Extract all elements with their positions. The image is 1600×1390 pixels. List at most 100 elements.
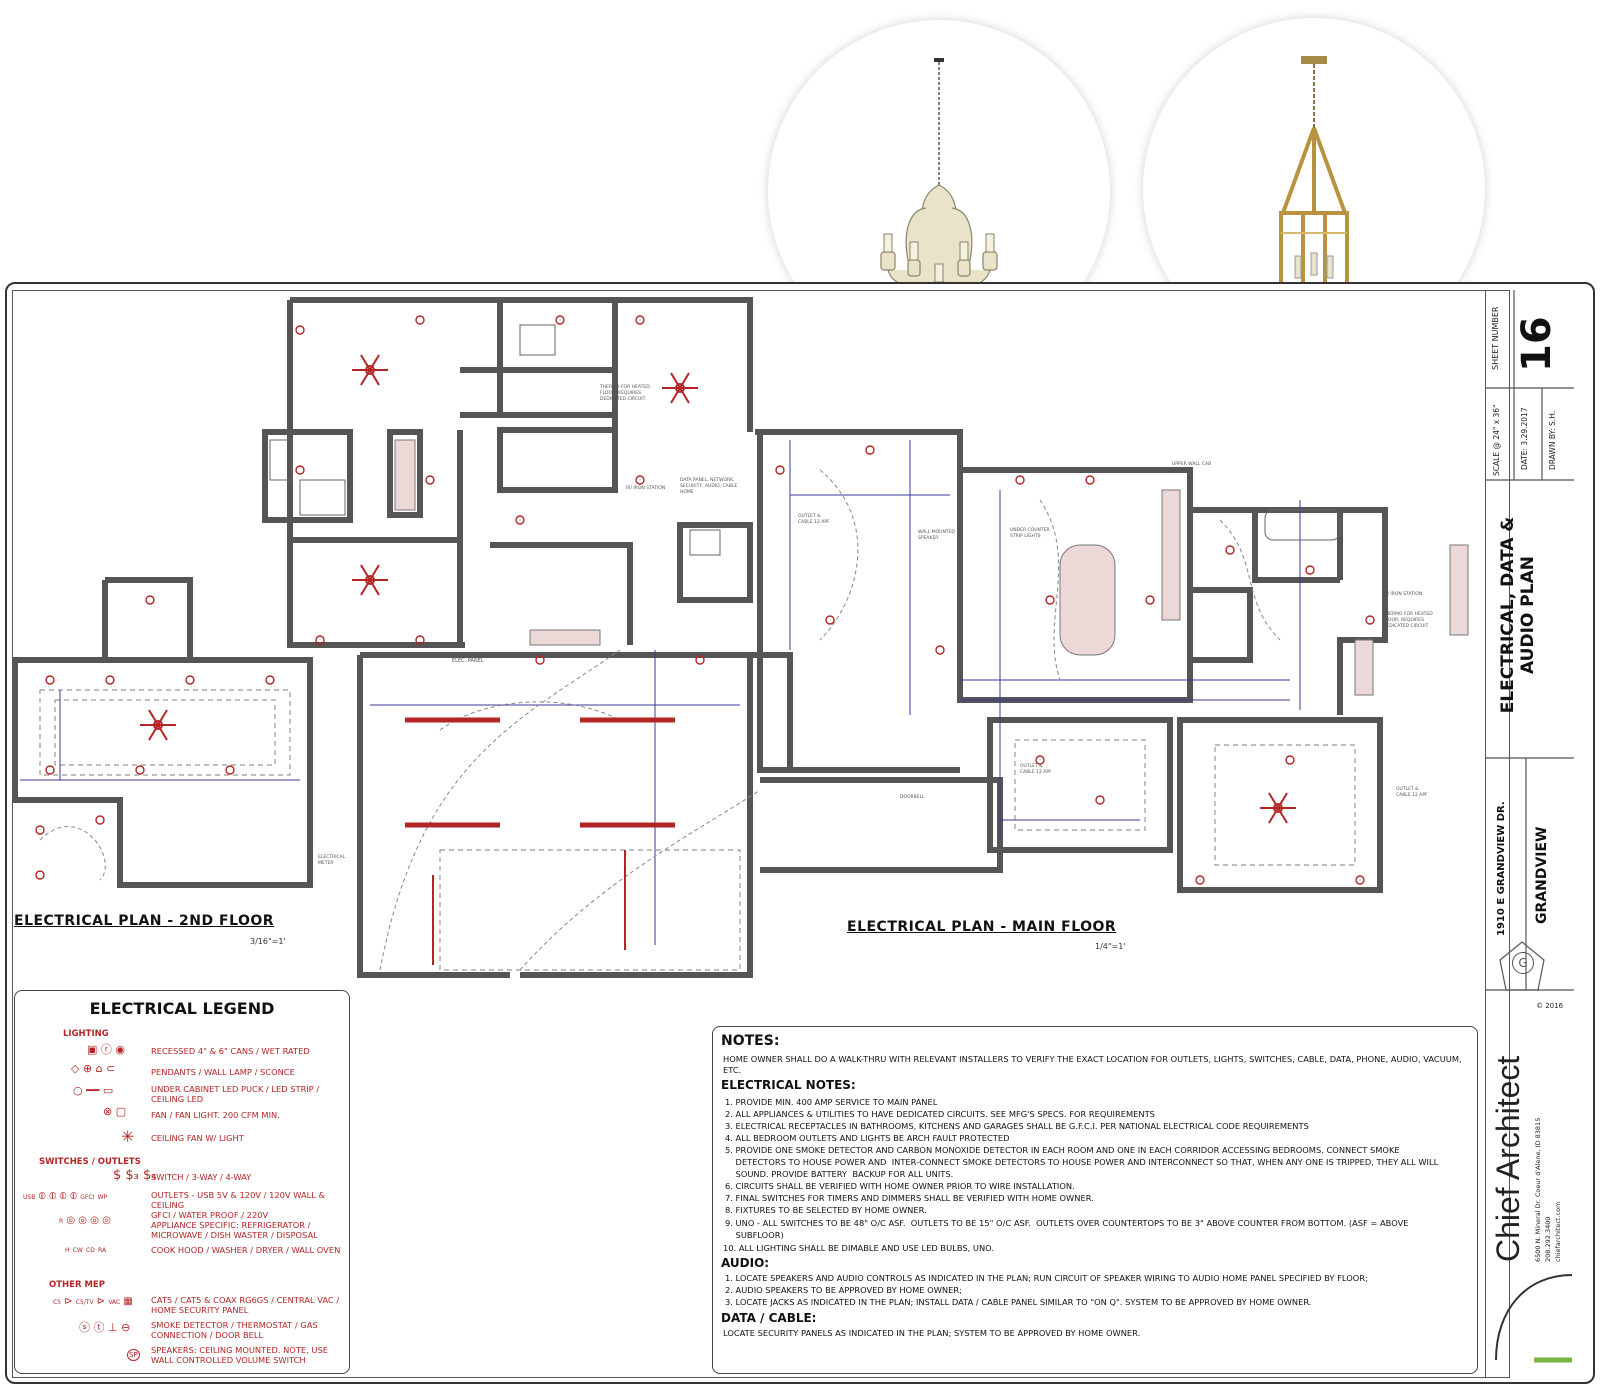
legend-row-switch: SWITCH / 3-WAY / 4-WAY — [151, 1172, 252, 1182]
legend-title: ELECTRICAL LEGEND — [89, 999, 275, 1018]
data-cable-title: DATA / CABLE: — [721, 1311, 817, 1325]
company-web: chiefarchitect.com — [1554, 1201, 1562, 1262]
recessed-can-icon: ▣ ⓡ ◉ — [87, 1043, 125, 1056]
audio-note-2: 2. AUDIO SPEAKERS TO BE APPROVED BY HOME… — [725, 1285, 962, 1295]
audio-note-3: 3. LOCATE JACKS AS INDICATED IN THE PLAN… — [725, 1297, 1312, 1307]
title-block: SHEET NUMBER 16 SCALE @ 24" x 36" DATE: … — [1485, 290, 1574, 1378]
legend-row-recessed: RECESSED 4" & 6" CANS / WET RATED — [151, 1046, 310, 1056]
legend-row-speakers: SPEAKERS: CEILING MOUNTED. NOTE, USE WAL… — [151, 1345, 329, 1365]
label-outlet-cable-b: OUTLET & CABLE 12 APF — [1020, 764, 1052, 775]
fan-icon: ⊗ ▢ — [103, 1105, 127, 1118]
tag-cw: CW — [72, 1247, 83, 1254]
electrical-note-5b: DETECTORS TO HOUSE POWER AND INTER-CONNE… — [725, 1157, 1439, 1167]
electrical-note-2: 2. ALL APPLIANCES & UTILITIES TO HAVE DE… — [725, 1109, 1155, 1119]
label-data-panel: DATA PANEL, NETWORK, SECURITY, AUDIO, CA… — [680, 478, 738, 495]
legend-row-appliance: APPLIANCE SPECIFIC: REFRIGERATOR / MICRO… — [151, 1220, 318, 1240]
electrical-note-6: 6. CIRCUITS SHALL BE VERIFIED WITH HOME … — [725, 1181, 1075, 1191]
electrical-note-3: 3. ELECTRICAL RECEPTACLES IN BATHROOMS, … — [725, 1121, 1309, 1131]
speaker-icon: SP — [127, 1347, 140, 1361]
strip-lights — [405, 717, 675, 965]
project-name: GRANDVIEW — [1534, 826, 1550, 925]
tag-sp: SP — [127, 1349, 140, 1361]
data-jack-icon: C5 ⊳ C5/TV ⊳ VAC ▦ — [53, 1296, 133, 1307]
label-doorbell: DOORBELL — [900, 795, 925, 800]
legend-section-other: OTHER MEP — [49, 1280, 105, 1290]
electrical-note-7: 7. FINAL SWITCHES FOR TIMERS AND DIMMERS… — [725, 1193, 1094, 1203]
plan-walls — [12, 297, 1388, 978]
drawn-by-label: DRAWN BY: S.H. — [1548, 410, 1557, 470]
outlet-icon: USB ⦶ ⦶ ⦶ ⦶ GFCI WP — [23, 1191, 108, 1202]
g-logo-icon: G — [1512, 952, 1534, 974]
label-ir-station-a: IR/ IRON STATION — [626, 486, 666, 491]
legend-section-lighting: LIGHTING — [63, 1029, 109, 1039]
main-floor-title: ELECTRICAL PLAN - MAIN FLOOR — [847, 919, 1117, 935]
sheet-title-text: ELECTRICAL, DATA & AUDIO PLAN — [1498, 516, 1538, 714]
electrical-note-9a: 9. UNO - ALL SWITCHES TO BE 48" O/C ASF.… — [725, 1218, 1409, 1228]
electrical-legend: ELECTRICAL LEGEND LIGHTING ▣ ⓡ ◉ RECESSE… — [14, 990, 350, 1374]
legend-row-ceiling-fan: CEILING FAN W/ LIGHT — [151, 1133, 244, 1143]
data-cable-note: LOCATE SECURITY PANELS AS INDICATED IN T… — [723, 1328, 1141, 1338]
room-fixtures — [269, 324, 1341, 556]
audio-note-1: 1. LOCATE SPEAKERS AND AUDIO CONTROLS AS… — [725, 1273, 1368, 1283]
electrical-note-8: 8. FIXTURES TO BE SELECTED BY HOME OWNER… — [725, 1205, 927, 1215]
label-thermostat-b: THERMO FOR HEATED FLOOR, REQUIRES DEDICA… — [1383, 612, 1433, 629]
sheet-number-label: SHEET NUMBER — [1491, 306, 1500, 370]
led-puck-icon: ○ ━━ ▭ — [73, 1084, 114, 1097]
drawing-border — [12, 290, 1510, 1378]
ceiling-fan-icon: ✳ — [121, 1127, 135, 1146]
tag-r: R — [59, 1218, 64, 1225]
company-name: Chief Architect — [1490, 1055, 1526, 1262]
notes-title: NOTES: — [721, 1033, 780, 1049]
legend-row-outlets: OUTLETS - USB 5V & 120V / 120V WALL & CE… — [151, 1190, 326, 1210]
appliance-outlet-icon: R ◎ ◎ ◎ ◎ — [59, 1215, 111, 1226]
label-under-counter: UNDER COUNTER STRIP LIGHTS — [1010, 528, 1050, 539]
tag-gfci: GFCI — [80, 1194, 95, 1201]
tag-h: H — [65, 1247, 70, 1254]
label-electrical-meter: ELECTRICAL METER — [318, 855, 346, 866]
plan-interior-lines — [39, 689, 1356, 971]
legend-row-gfci: GFCI / WATER PROOF / 220V — [151, 1210, 269, 1220]
legend-row-pendants: PENDANTS / WALL LAMP / SCONCE — [151, 1067, 295, 1077]
label-ir-station-b: IR/ IRON STATION — [1383, 592, 1423, 597]
label-wall-speaker: WALL MOUNTED SPEAKER — [918, 530, 955, 541]
legend-row-cat5: CAT5 / CAT5 & COAX RG6GS / CENTRAL VAC /… — [151, 1295, 340, 1315]
electrical-note-5c: SOUND. PROVIDE BATTERY BACKUP FOR ALL UN… — [725, 1169, 954, 1179]
copyright: © 2016 — [1536, 1002, 1564, 1010]
tag-ra: RA — [98, 1247, 107, 1254]
audio-title: AUDIO: — [721, 1256, 770, 1270]
legend-row-cook-hood: COOK HOOD / WASHER / DRYER / WALL OVEN — [151, 1245, 341, 1255]
fixture-dots — [35, 315, 1375, 885]
company-address: 6500 N. Mineral Dr. Coeur d'Alene, ID 83… — [1534, 1117, 1542, 1262]
electrical-note-10: 10. ALL LIGHTING SHALL BE DIMABLE AND US… — [723, 1243, 995, 1253]
tag-wp: WP — [97, 1194, 108, 1201]
legend-row-under-cabinet: UNDER CABINET LED PUCK / LED STRIP / CEI… — [151, 1084, 320, 1104]
label-thermostat-a: THERMO FOR HEATED FLOOR, REQUIRES DEDICA… — [600, 385, 650, 402]
switch-icon: $ $₃ $₄ — [113, 1168, 157, 1183]
date-label: DATE: 3.29.2017 — [1520, 407, 1529, 470]
plan-circuit-arcs — [39, 469, 1281, 971]
main-floor-scale: 1/4"=1' — [1095, 942, 1126, 951]
plan-dimension-lines — [20, 440, 1301, 945]
company-phone: 208.292.3400 — [1544, 1216, 1552, 1263]
label-outlet-cable-c: OUTLET & CABLE 12 APF — [1396, 787, 1428, 798]
legend-section-switches: SWITCHES / OUTLETS — [39, 1157, 141, 1167]
electrical-note-9b: SUBFLOOR) — [725, 1230, 784, 1240]
second-floor-title: ELECTRICAL PLAN - 2ND FLOOR — [14, 913, 275, 929]
electrical-note-1: 1. PROVIDE MIN. 400 AMP SERVICE TO MAIN … — [725, 1097, 938, 1107]
smoke-detector-icon: ⓢ ⓣ ⊥ ⊖ — [79, 1321, 131, 1334]
title-block-lines — [1486, 290, 1574, 1363]
scale-label: SCALE @ 24" x 36" — [1492, 404, 1501, 476]
tag-c5tv: C5/TV — [75, 1299, 94, 1306]
legend-row-fan: FAN / FAN LIGHT. 200 CFM MIN. — [151, 1110, 280, 1120]
label-outlet-cable-a: OUTLET & CABLE 12 APF — [798, 514, 830, 525]
cook-hood-icon: H CW CD RA — [65, 1244, 106, 1255]
pendant-icon: ◇ ⊕ ⌂ ⊂ — [71, 1062, 116, 1075]
second-floor-scale: 3/16"=1' — [250, 937, 286, 946]
ceiling-fans — [140, 354, 1296, 824]
tag-usb: USB — [23, 1194, 36, 1201]
sheet-title: ELECTRICAL, DATA & AUDIO PLAN — [1498, 484, 1538, 746]
project-address: 1910 E GRANDVIEW DR. — [1496, 801, 1507, 936]
electrical-note-4: 4. ALL BEDROOM OUTLETS AND LIGHTS BE ARC… — [725, 1133, 1010, 1143]
notes-intro: HOME OWNER SHALL DO A WALK-THRU WITH REL… — [723, 1054, 1462, 1075]
legend-row-smoke: SMOKE DETECTOR / THERMOSTAT / GAS CONNEC… — [151, 1320, 318, 1340]
